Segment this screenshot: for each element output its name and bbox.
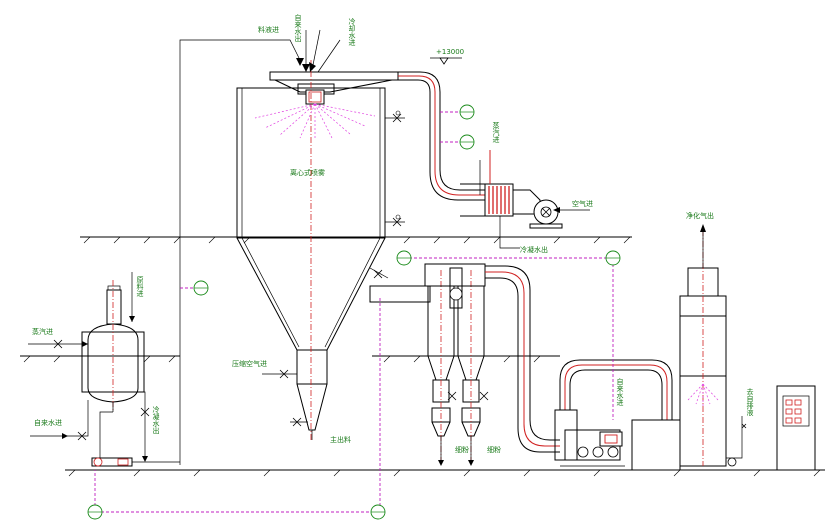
elevation-label: +13000: [436, 48, 464, 56]
hot-air-duct: [398, 71, 590, 249]
cooling-water-out-label: 冷凝水出: [152, 405, 160, 435]
feed-inlet-label: 料液进: [258, 25, 279, 34]
spray-pattern: [254, 103, 376, 140]
to-discharge-label: 去自排液: [746, 387, 754, 417]
tower-valves: [262, 110, 405, 427]
instrument-bubbles: [87, 104, 621, 520]
main-product-out-label: 主出料: [330, 435, 351, 444]
fine-powder-2-label: 细粉: [487, 445, 501, 454]
ground-lines: [20, 236, 825, 477]
exhaust-stack: [679, 224, 747, 467]
steam-in-left-label: 蒸汽进: [32, 327, 53, 336]
air-in-label: 空气进: [572, 199, 593, 208]
control-cabinet: [776, 385, 816, 471]
steam-in-top-label: 蒸汽进: [492, 121, 500, 144]
cyclone-group: [369, 263, 560, 466]
fine-powder-1-label: 细粉: [455, 445, 469, 454]
clean-gas-out-label: 净化气出: [686, 211, 714, 220]
feed-in-tank-label: 原料进: [136, 276, 144, 298]
elevation-mark: [430, 57, 462, 65]
condensate-out-label: 冷凝水出: [520, 245, 548, 254]
scrubber-unit: [554, 359, 681, 471]
compressed-air-in-label: 压缩空气进: [232, 359, 267, 368]
feed-line: [179, 29, 341, 465]
tap-water-in-left-label: 自来水进: [34, 418, 62, 427]
tap-water-top-label: 自来水出: [294, 13, 302, 43]
tap-water-in-right-label: 自来水进: [616, 377, 624, 407]
atomizer-tower-label: 离心式喷雾: [290, 168, 325, 177]
cool-water-top-label: 冷却水进: [348, 17, 356, 47]
spray-drying-tower: [236, 60, 405, 440]
feed-tank: [28, 272, 180, 467]
